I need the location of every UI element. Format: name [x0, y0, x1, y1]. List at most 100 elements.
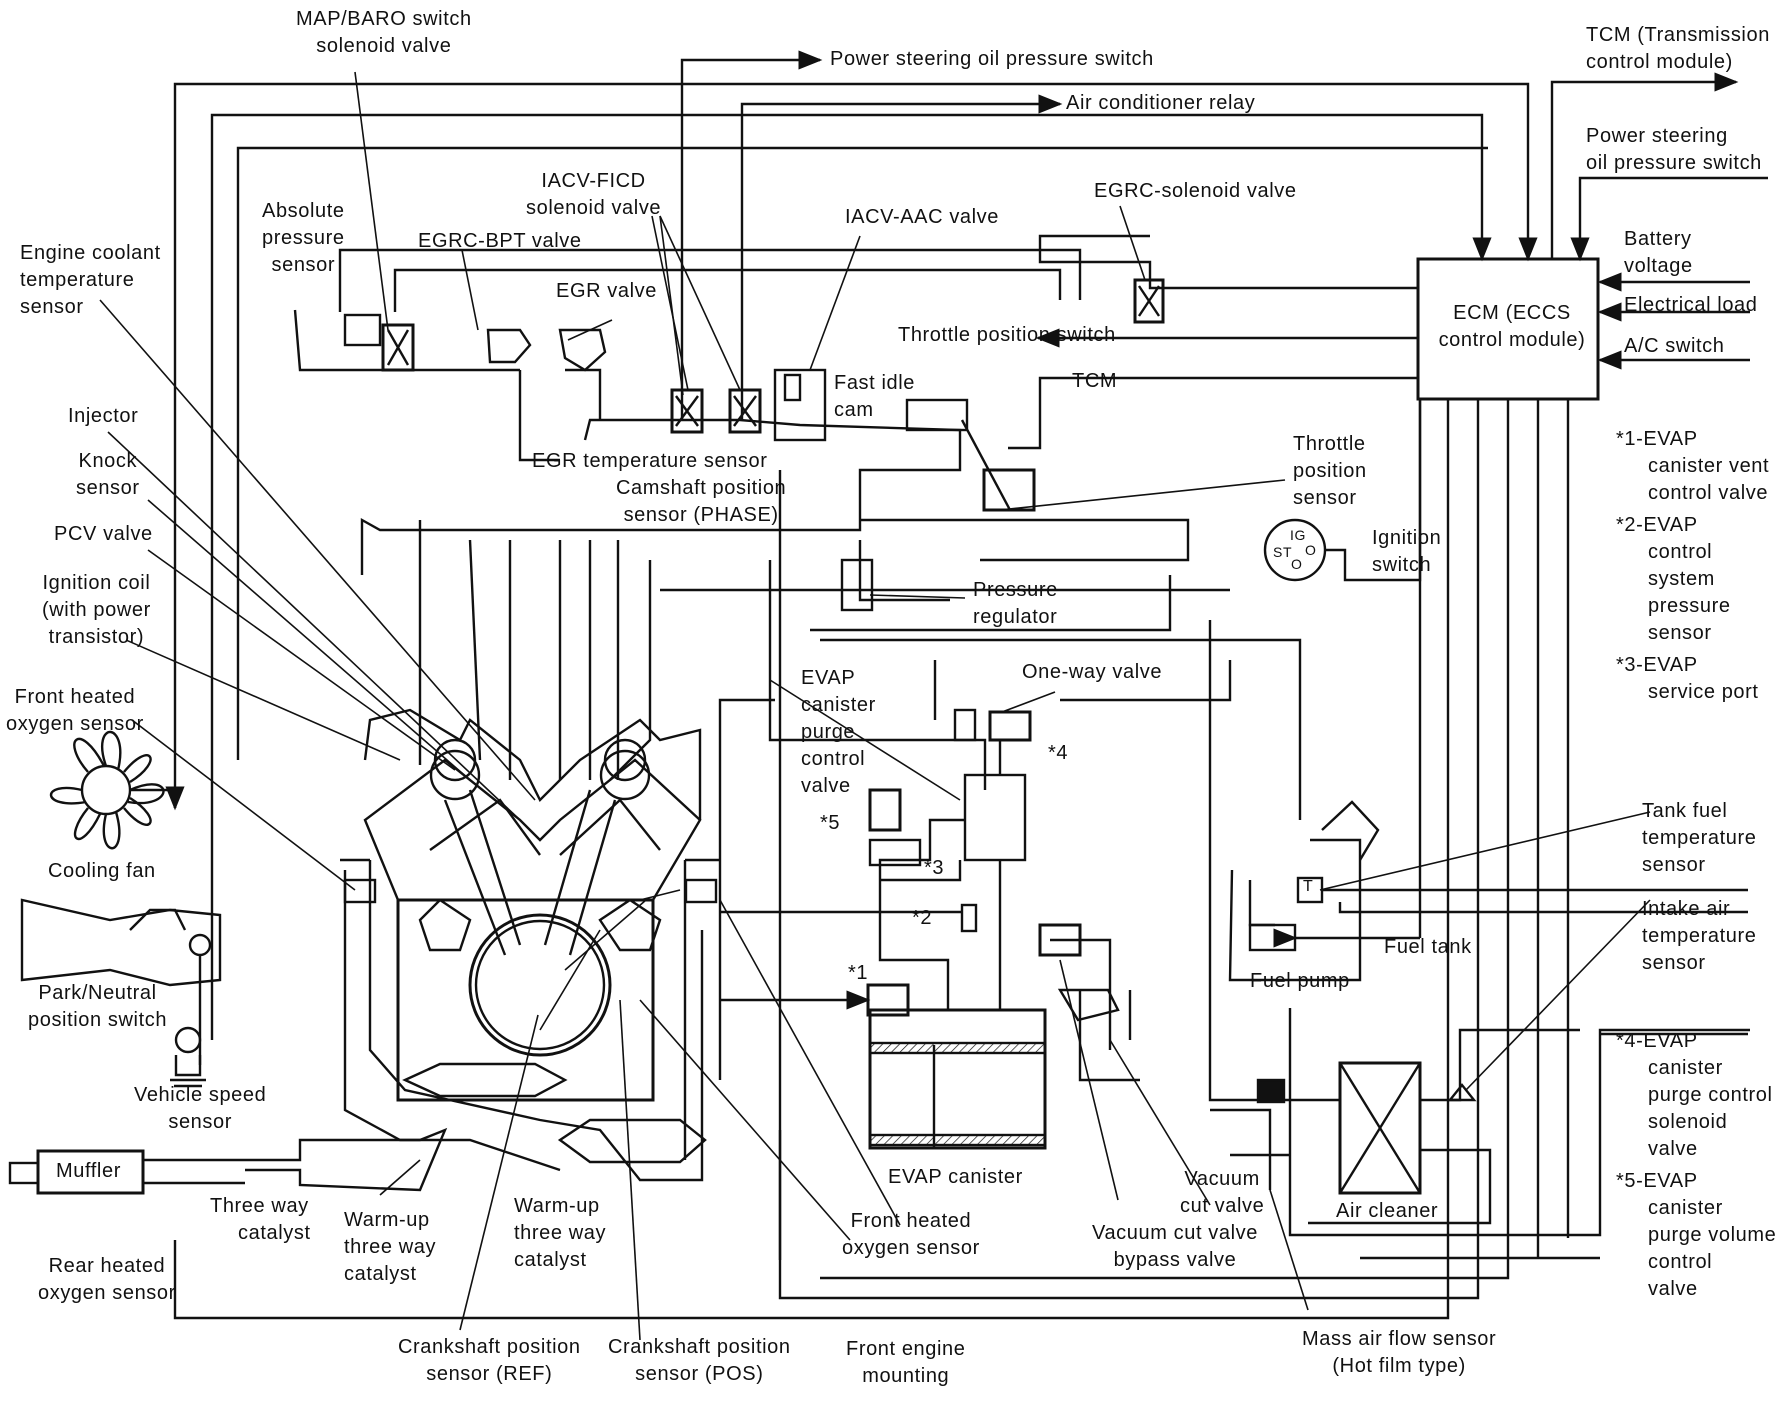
- camshaft-line-2: sensor (PHASE): [623, 504, 779, 526]
- crankshaft: [468, 913, 612, 1057]
- knock-sensor-line-2: sensor: [76, 477, 140, 499]
- warmup-catalyst-right: [557, 1118, 707, 1164]
- throttle-position-sensor-line-2: position: [1293, 460, 1367, 482]
- ignition-switch-line-2: switch: [1372, 554, 1432, 576]
- note4-line-2: canister: [1648, 1057, 1723, 1079]
- label-injector: Injector: [68, 403, 138, 430]
- ignition-o1-mark: O: [1305, 542, 1317, 558]
- label-ignition-switch: Ignition switch: [1372, 525, 1441, 579]
- note2-line-2: control: [1648, 541, 1713, 563]
- label-intake-air-temp: Intake air temperature sensor: [1642, 896, 1756, 977]
- ignition-coil-line-3: transistor): [48, 626, 145, 648]
- note4-line-1: *4-EVAP: [1616, 1030, 1698, 1052]
- label-fast-idle-cam: Fast idle cam: [834, 370, 915, 424]
- map-baro-line-1: MAP/BARO switch: [296, 8, 472, 30]
- camshaft-line-1: Camshaft position: [616, 477, 787, 499]
- star-1-marker: *1: [848, 960, 868, 987]
- label-engine-coolant: Engine coolant temperature sensor: [20, 240, 161, 321]
- o1-text: O: [1305, 542, 1317, 558]
- star-1-text: *1: [848, 962, 869, 984]
- ecm-line-1: ECM (ECCS: [1453, 302, 1571, 324]
- intake-plenum: [360, 418, 962, 575]
- star-3-text: *3: [924, 857, 945, 879]
- pressure-regulator-line-1: Pressure: [973, 579, 1058, 601]
- evap-purge-control-line-4: control: [801, 748, 866, 770]
- label-egr-temp: EGR temperature sensor: [532, 448, 768, 475]
- tank-fuel-temp-line-1: Tank fuel: [1642, 800, 1728, 822]
- evap-vent-box: [963, 773, 1027, 862]
- label-pcv-valve: PCV valve: [54, 521, 153, 548]
- label-evap-canister: EVAP canister: [888, 1164, 1023, 1191]
- label-tank-fuel-temp: Tank fuel temperature sensor: [1642, 798, 1756, 879]
- three-way-catalyst-line-2: catalyst: [238, 1222, 311, 1244]
- tcm-top-line-2: control module): [1586, 51, 1733, 73]
- label-vehicle-speed: Vehicle speed sensor: [134, 1082, 266, 1136]
- knock-sensor-line-1: Knock: [78, 450, 138, 472]
- pcv-valve-text: PCV valve: [54, 523, 153, 545]
- note5-line-4: control: [1648, 1251, 1713, 1273]
- absolute-pressure-box: [343, 313, 382, 347]
- power-steering-right-line-2: oil pressure switch: [1586, 152, 1762, 174]
- label-electrical-load: Electrical load: [1624, 292, 1758, 319]
- fast-idle-cam-line-1: Fast idle: [834, 372, 915, 394]
- evap-canister-body: [868, 1008, 1047, 1150]
- label-egr-valve: EGR valve: [556, 278, 657, 305]
- fast-idle-cam-line-2: cam: [834, 399, 874, 421]
- note5-line-1: *5-EVAP: [1616, 1170, 1698, 1192]
- air-cleaner-box: [1338, 1061, 1422, 1195]
- intake-air-temp-line-2: temperature: [1642, 925, 1757, 947]
- label-note5: *5-EVAP canister purge volume control va…: [1616, 1168, 1776, 1303]
- air-cleaner-text: Air cleaner: [1336, 1200, 1439, 1222]
- label-one-way-valve: One-way valve: [1022, 659, 1162, 686]
- tank-temp-sensor-mark: T: [1303, 877, 1313, 897]
- rear-o2-line-2: oxygen sensor: [38, 1282, 176, 1304]
- note4-line-5: valve: [1648, 1138, 1698, 1160]
- label-throttle-position-switch: Throttle position switch: [898, 322, 1116, 349]
- evap-purge-control-line-1: EVAP: [801, 667, 856, 689]
- label-note3: *3-EVAP service port: [1616, 652, 1759, 706]
- label-note4: *4-EVAP canister purge control solenoid …: [1616, 1028, 1773, 1163]
- throttle-position-switch-text: Throttle position switch: [898, 324, 1116, 346]
- vacuum-cut-line-1: Vacuum: [1184, 1168, 1260, 1190]
- label-rear-heated-o2: Rear heated oxygen sensor: [38, 1253, 176, 1307]
- label-pressure-regulator: Pressure regulator: [973, 577, 1058, 631]
- warmup-left-line-2: three way: [344, 1236, 437, 1258]
- note5-line-3: purge volume: [1648, 1224, 1777, 1246]
- label-iacv-ficd: IACV-FICD solenoid valve: [526, 168, 661, 222]
- vehicle-speed-gauge: [174, 1026, 202, 1054]
- star-5-text: *5: [820, 812, 841, 834]
- park-neutral-line-2: position switch: [28, 1009, 168, 1031]
- purge-solenoid-4: [988, 710, 1032, 742]
- vehicle-speed-line-2: sensor: [168, 1111, 232, 1133]
- label-note1: *1-EVAP canister vent control valve: [1616, 426, 1769, 507]
- label-iacv-aac: IACV-AAC valve: [845, 204, 999, 231]
- throttle-position-sensor-line-1: Throttle: [1293, 433, 1366, 455]
- front-engine-mounting-line-1: Front engine: [846, 1338, 966, 1360]
- label-muffler: Muffler: [56, 1158, 121, 1185]
- engine-coolant-line-1: Engine coolant: [20, 242, 161, 264]
- note2-line-4: pressure: [1648, 595, 1731, 617]
- note5-line-5: valve: [1648, 1278, 1698, 1300]
- intake-air-temp-line-1: Intake air: [1642, 898, 1731, 920]
- battery-voltage-line-1: Battery: [1624, 228, 1692, 250]
- label-cooling-fan: Cooling fan: [48, 858, 156, 885]
- maf-line-2: (Hot film type): [1332, 1355, 1466, 1377]
- warmup-left-line-1: Warm-up: [344, 1209, 430, 1231]
- label-vacuum-cut: Vacuum cut valve: [1180, 1166, 1264, 1220]
- ignition-o2-mark: O: [1291, 556, 1303, 572]
- rear-o2-line-1: Rear heated: [48, 1255, 166, 1277]
- label-three-way-catalyst: Three way catalyst: [210, 1193, 311, 1247]
- note2-line-1: *2-EVAP: [1616, 514, 1698, 536]
- wire-frame-top: [173, 82, 1538, 808]
- egrc-bpt-text: EGRC-BPT valve: [418, 230, 582, 252]
- note4-line-4: solenoid: [1648, 1111, 1728, 1133]
- ac-relay-text: Air conditioner relay: [1066, 92, 1256, 114]
- vacuum-cut-bypass-line-1: Vacuum cut valve: [1092, 1222, 1258, 1244]
- note3-line-1: *3-EVAP: [1616, 654, 1698, 676]
- map-baro-line-2: solenoid valve: [316, 35, 452, 57]
- ignition-st-mark: ST: [1273, 544, 1292, 560]
- three-way-catalyst-line-1: Three way: [210, 1195, 309, 1217]
- crank-ref-line-2: sensor (REF): [426, 1363, 553, 1385]
- note5-line-2: canister: [1648, 1197, 1723, 1219]
